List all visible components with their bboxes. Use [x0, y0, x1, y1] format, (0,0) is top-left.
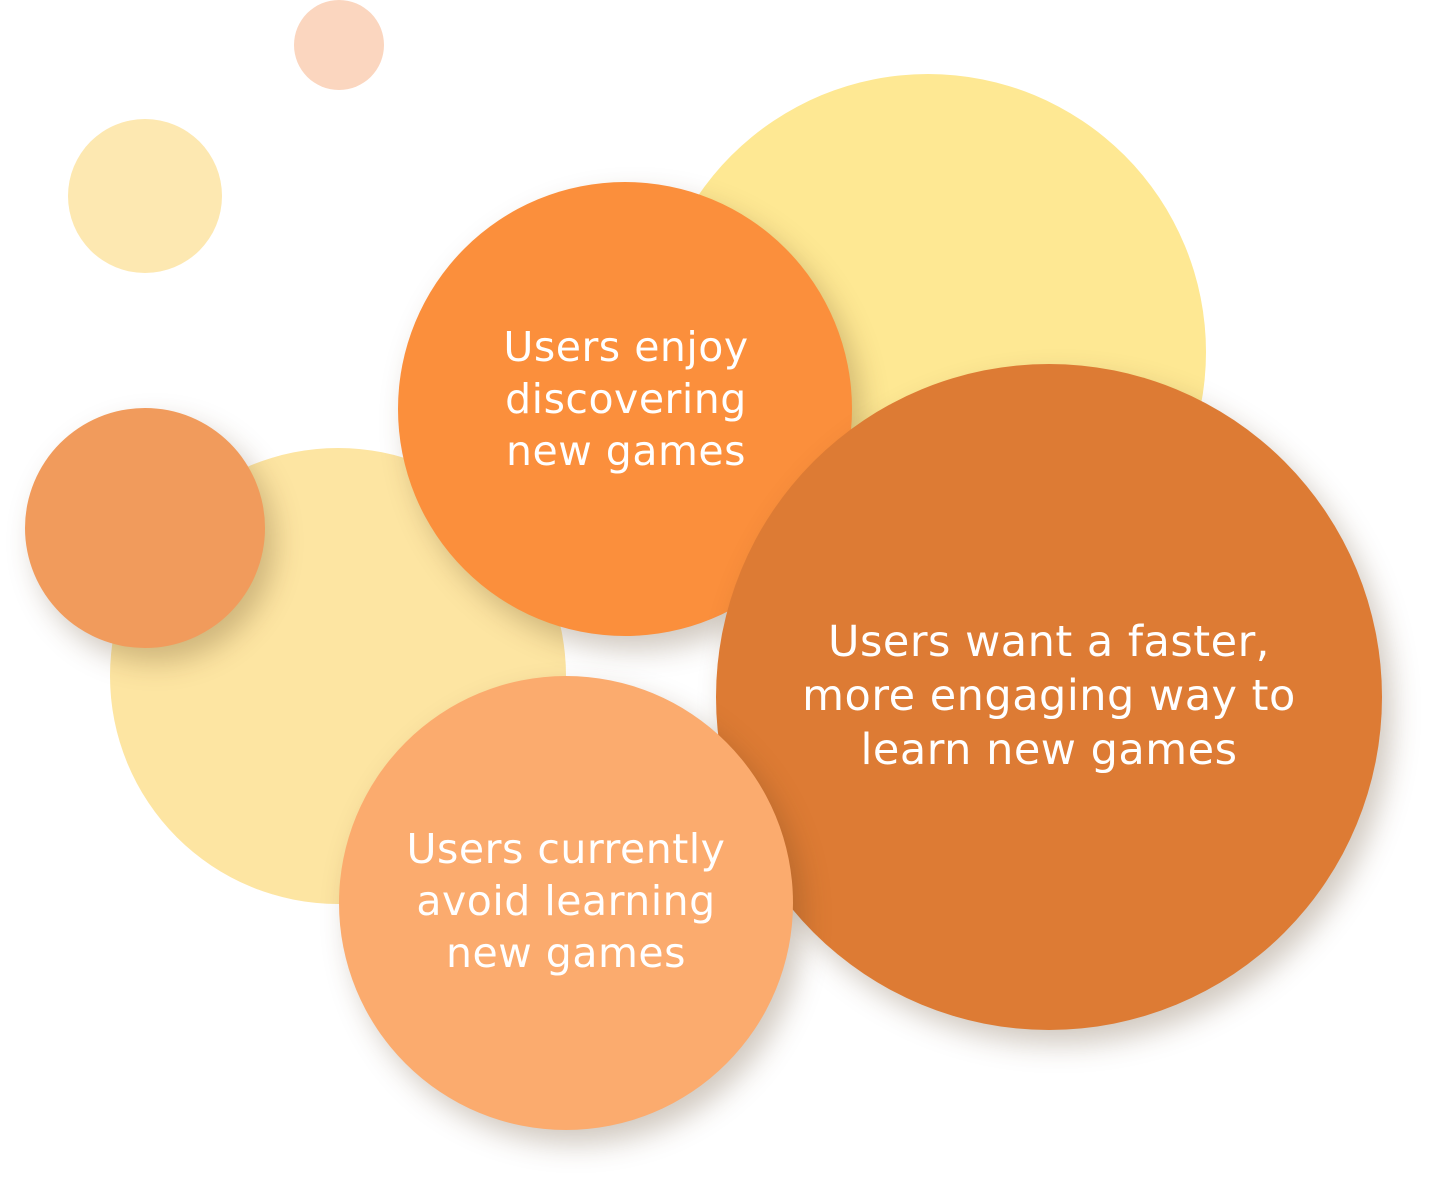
medium-orange-circle [25, 408, 265, 648]
label-line: new games [506, 427, 746, 475]
label-line: discovering [505, 375, 747, 423]
small-peach-circle [294, 0, 384, 90]
bubble-users-want-label: Users want a faster, more engaging way t… [802, 615, 1296, 777]
bubble-users-avoid-label: Users currently avoid learning new games [407, 823, 726, 979]
label-line: avoid learning [416, 876, 716, 925]
label-line: learn new games [860, 724, 1238, 775]
bubble-users-avoid: Users currently avoid learning new games [339, 676, 793, 1130]
label-line: Users want a faster, [828, 616, 1270, 667]
label-line: more engaging way to [802, 670, 1296, 721]
label-line: Users currently [406, 824, 726, 873]
small-yellow-circle [68, 119, 222, 273]
bubble-users-want: Users want a faster, more engaging way t… [716, 364, 1382, 1030]
label-line: new games [446, 928, 686, 977]
label-line: Users enjoy [503, 323, 749, 371]
bubble-users-enjoy-label: Users enjoy discovering new games [503, 321, 748, 477]
